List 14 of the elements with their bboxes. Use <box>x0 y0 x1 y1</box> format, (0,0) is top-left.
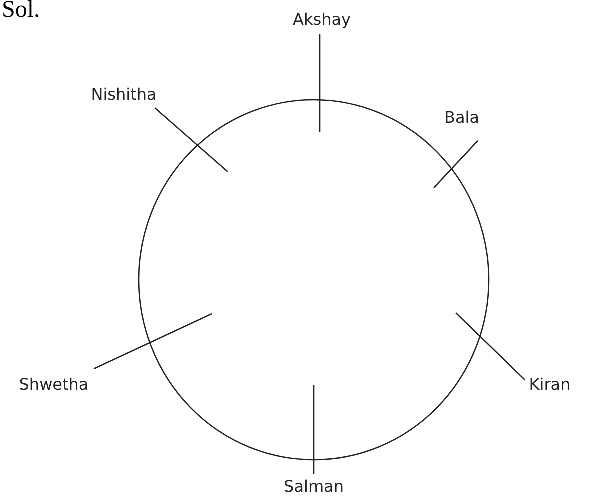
person-name: Nishitha <box>91 86 157 104</box>
person-name: Kiran <box>529 376 571 394</box>
solution-label: Sol. <box>2 0 40 22</box>
leader-line <box>434 140 478 188</box>
person-name: Akshay <box>293 11 351 29</box>
leader-line <box>154 108 228 172</box>
leader-line <box>94 313 212 370</box>
person-name: Shwetha <box>19 376 89 394</box>
seating-circle <box>138 99 490 461</box>
leader-line <box>313 385 315 474</box>
person-name: Salman <box>284 478 344 496</box>
leader-line <box>319 34 321 132</box>
person-name: Bala <box>444 109 480 127</box>
leader-line <box>456 312 526 380</box>
